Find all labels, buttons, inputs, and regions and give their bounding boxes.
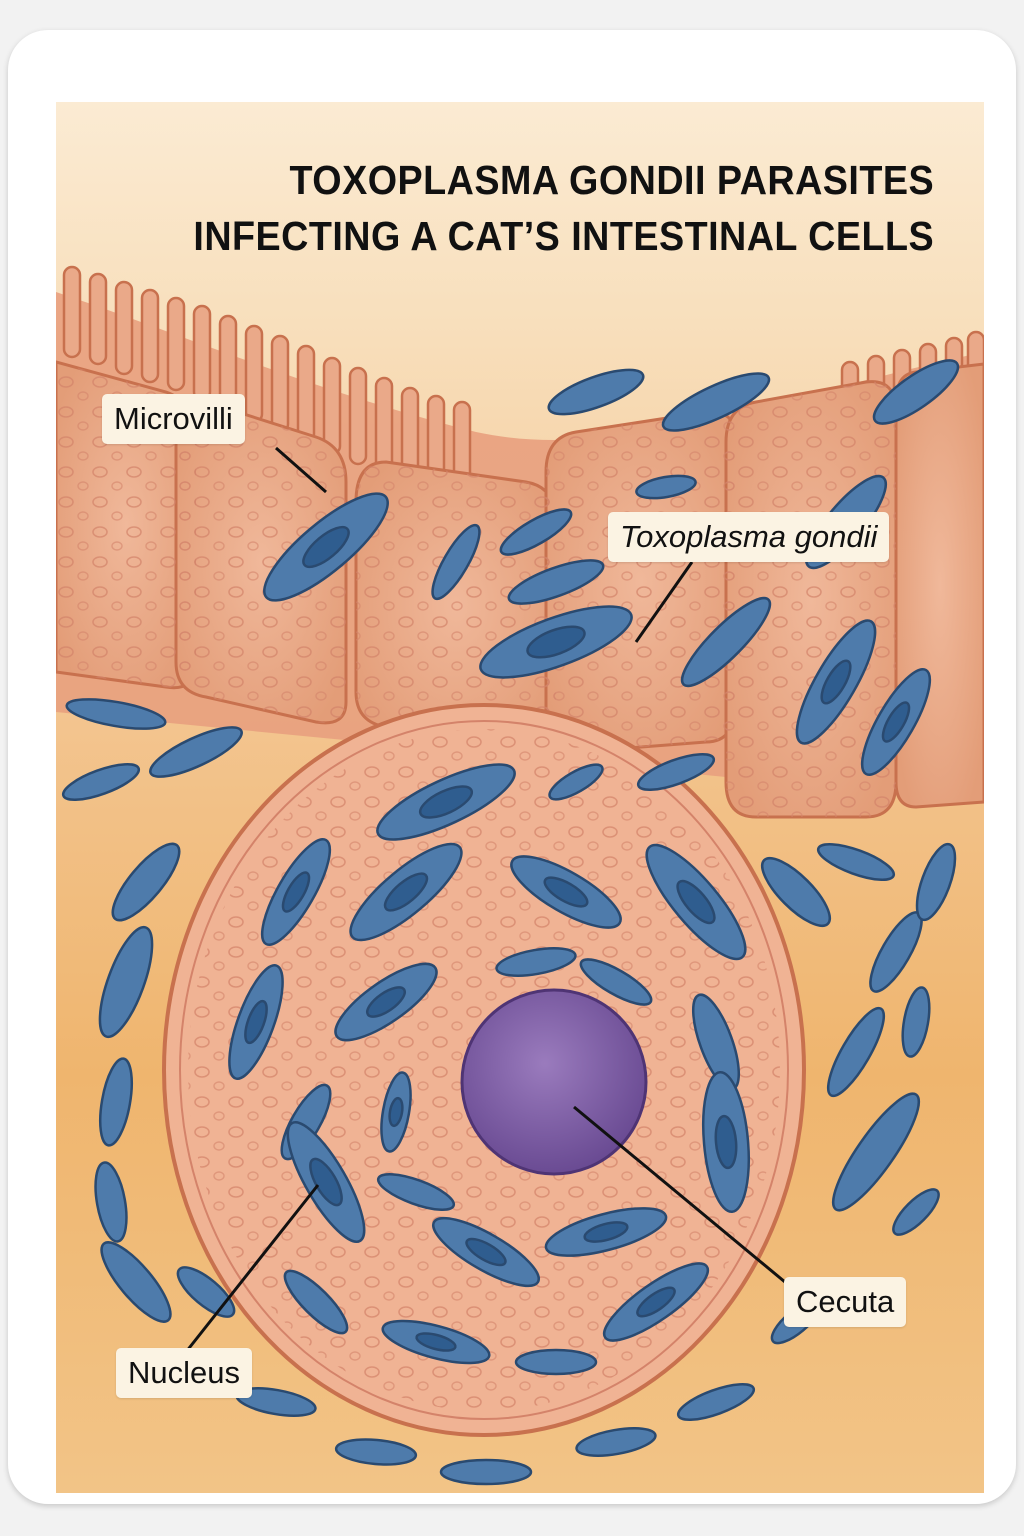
illustration-card: TOXOPLASMA GONDII PARASITES INFECTING A … [8,30,1016,1504]
nucleus-leader [184,1184,320,1353]
title-line-1: TOXOPLASMA GONDII PARASITES [289,157,934,203]
title-line-2: INFECTING A CAT’S INTESTINAL CELLS [193,213,934,259]
label-cecuta: Cecuta [784,1277,907,1327]
microvilli-leader [275,446,327,494]
leader-lines [184,446,792,1353]
infected-cell [162,703,806,1437]
page-title: TOXOPLASMA GONDII PARASITES INFECTING A … [193,152,934,264]
illustration: TOXOPLASMA GONDII PARASITES INFECTING A … [56,102,984,1493]
cecuta-leader [573,1105,792,1289]
label-microvilli: Microvilli [102,394,245,444]
toxoplasma-leader [634,561,694,643]
nucleus-organelle [460,988,648,1176]
label-toxoplasma-gondii: Toxoplasma gondii [608,512,890,562]
label-nucleus: Nucleus [116,1348,252,1398]
